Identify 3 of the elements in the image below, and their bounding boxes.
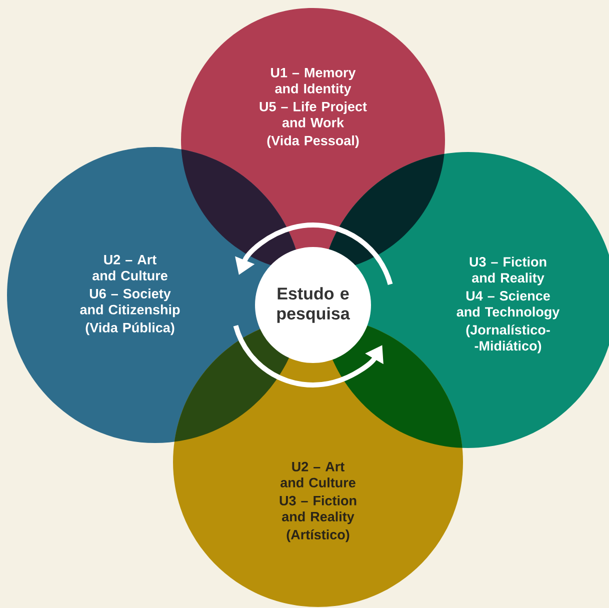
node-label: (Artístico): [286, 529, 350, 542]
node-label: U2 – Art and Culture: [280, 462, 356, 488]
node-label: U3 – Fiction and Reality: [280, 496, 356, 524]
